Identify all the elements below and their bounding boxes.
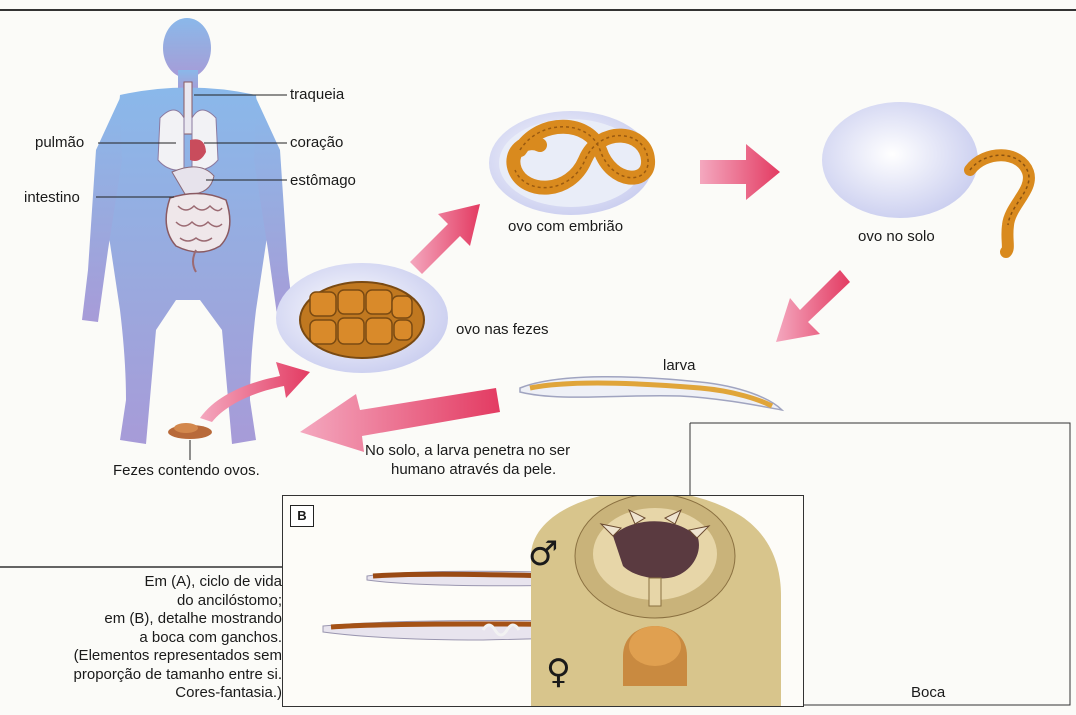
figure-caption: Em (A), ciclo de vida do ancilóstomo; em… (0, 573, 282, 703)
larva-illustration (520, 377, 782, 410)
label-fezes: Fezes contendo ovos. (113, 462, 260, 479)
label-ovo-com-embriao: ovo com embrião (508, 218, 623, 235)
caption-line: Cores-fantasia.) (0, 684, 282, 703)
label-larva: larva (663, 357, 696, 374)
caption-line: proporção de tamanho entre si. (0, 666, 282, 685)
female-symbol: ♀ (546, 652, 571, 692)
label-boca: Boca (911, 684, 945, 701)
label-traqueia: traqueia (290, 86, 344, 103)
label-penetracao-line1: No solo, a larva penetra no ser (365, 442, 570, 459)
panel-b-tag: B (290, 505, 314, 527)
caption-line: em (B), detalhe mostrando (0, 610, 282, 629)
label-estomago: estômago (290, 172, 356, 189)
egg-in-feces-illustration (276, 263, 448, 373)
egg-with-embryo-illustration (489, 111, 653, 215)
caption-line: Em (A), ciclo de vida (0, 573, 282, 592)
panel-b (282, 495, 804, 707)
arrow-embryo-to-soil (700, 144, 780, 200)
label-ovo-nas-fezes: ovo nas fezes (456, 321, 549, 338)
male-symbol: ♂ (528, 534, 558, 574)
arrow-soil-to-larva (776, 270, 850, 342)
label-coracao: coração (290, 134, 343, 151)
arrow-feces-to-egg (200, 362, 310, 422)
label-pulmao: pulmão (35, 134, 84, 151)
panel-b-illustration (283, 496, 803, 706)
feces-illustration (168, 423, 212, 460)
arrow-feces-egg-to-embryo (410, 204, 480, 274)
label-penetracao-line2: humano através da pele. (391, 461, 556, 478)
caption-line: (Elementos representados sem (0, 647, 282, 666)
label-ovo-no-solo: ovo no solo (858, 228, 935, 245)
human-body-illustration (82, 18, 294, 444)
caption-line: do ancilóstomo; (0, 592, 282, 611)
caption-line: a boca com ganchos. (0, 629, 282, 648)
label-intestino: intestino (24, 189, 80, 206)
